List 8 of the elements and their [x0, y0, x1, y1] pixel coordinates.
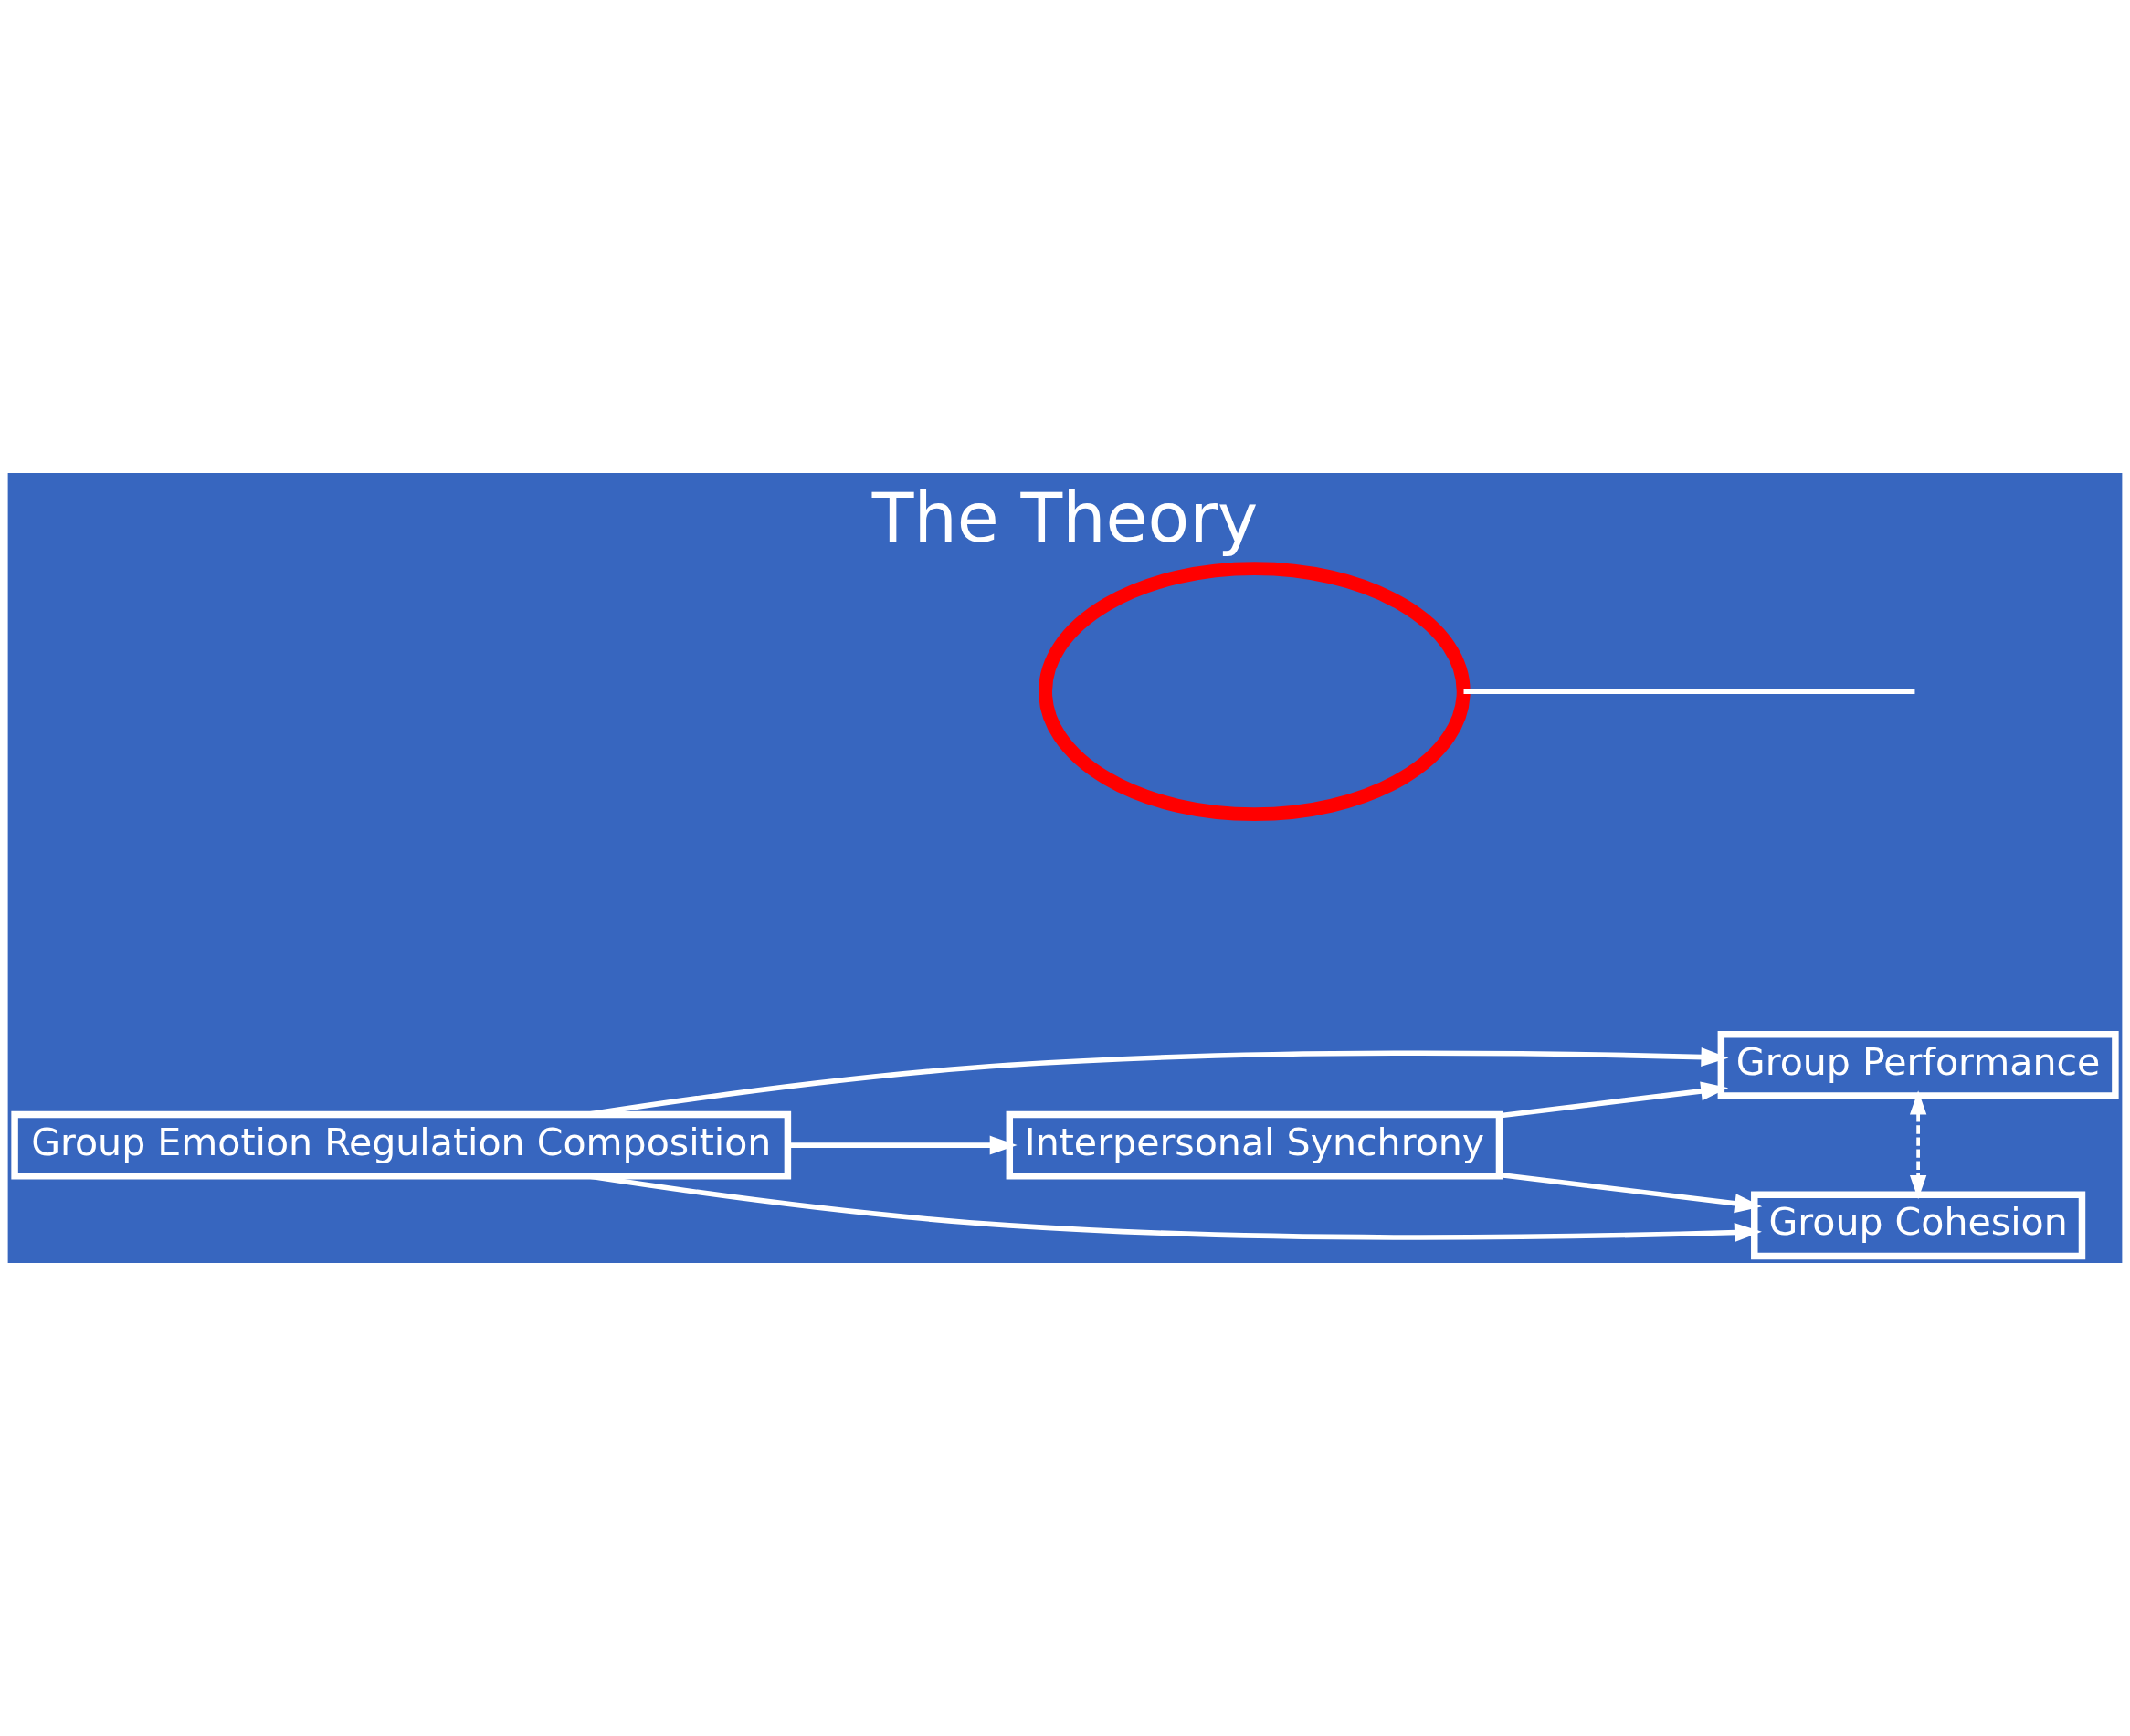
arrow — [1909, 1090, 1927, 1200]
node-ellipse — [1039, 562, 1471, 822]
node-box: Group Performance — [1717, 1030, 2119, 1099]
node-box: Group Cohesion — [1751, 1191, 2086, 1260]
connector — [1463, 689, 1915, 694]
node-box: Group Emotion Regulation Composition — [11, 1110, 792, 1180]
diagram-title: The Theory — [871, 478, 1259, 558]
node-box: Interpersonal Synchrony — [1006, 1110, 1503, 1180]
